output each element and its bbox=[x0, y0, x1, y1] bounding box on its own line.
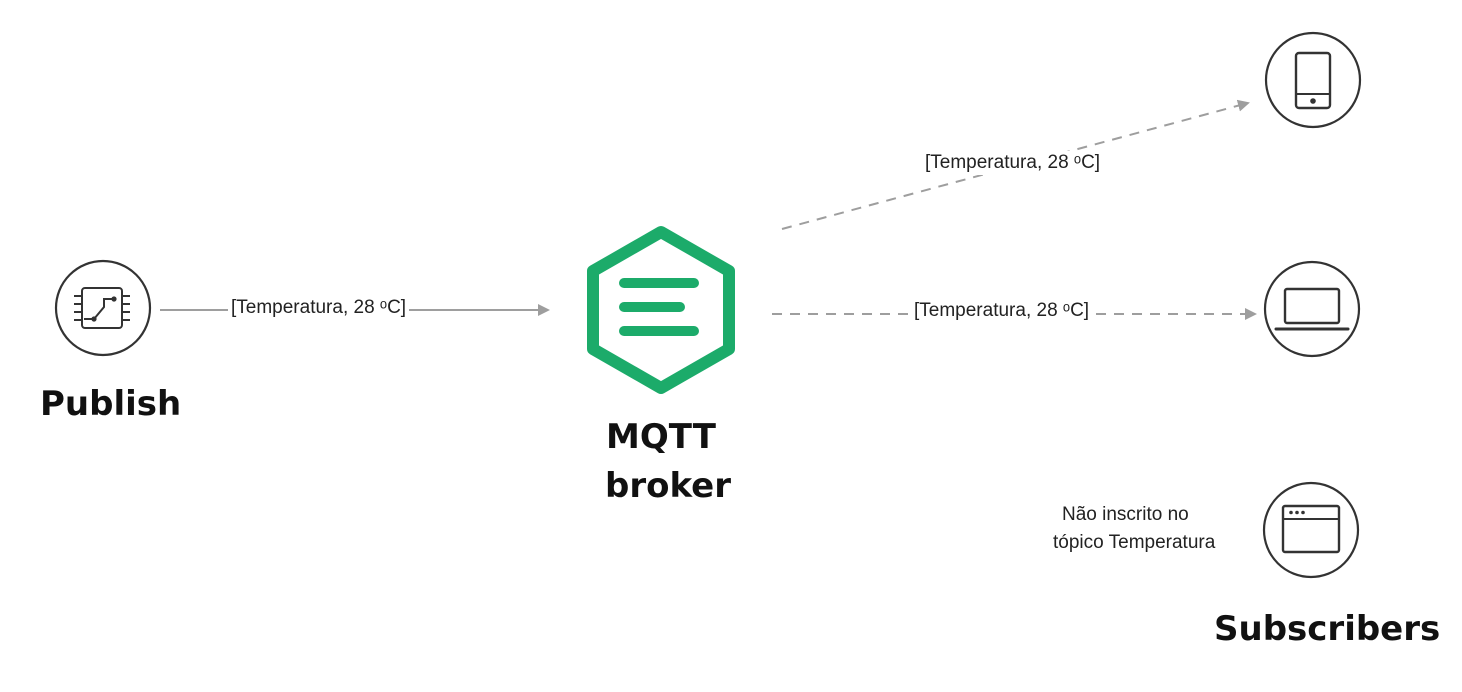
mqtt-broker-hexagon-icon bbox=[587, 226, 735, 394]
broker-label-line2: broker bbox=[605, 466, 731, 506]
smartphone-icon bbox=[1264, 31, 1362, 129]
not-subscribed-note-line2: tópico Temperatura bbox=[1053, 532, 1216, 553]
laptop-icon bbox=[1263, 260, 1361, 358]
publish-label: Publish bbox=[40, 384, 182, 424]
laptop-message-label: [Temperatura, 28 ᵒC] bbox=[911, 299, 1093, 323]
circuit-board-icon bbox=[54, 259, 152, 357]
publish-message-label: [Temperatura, 28 ᵒC] bbox=[228, 296, 410, 320]
not-subscribed-note-line1: Não inscrito no bbox=[1062, 504, 1189, 525]
subscribers-label: Subscribers bbox=[1214, 609, 1441, 649]
broker-label-line1: MQTT bbox=[606, 417, 716, 457]
browser-window-icon bbox=[1262, 481, 1360, 579]
phone-message-label: [Temperatura, 28 ᵒC] bbox=[922, 151, 1104, 175]
